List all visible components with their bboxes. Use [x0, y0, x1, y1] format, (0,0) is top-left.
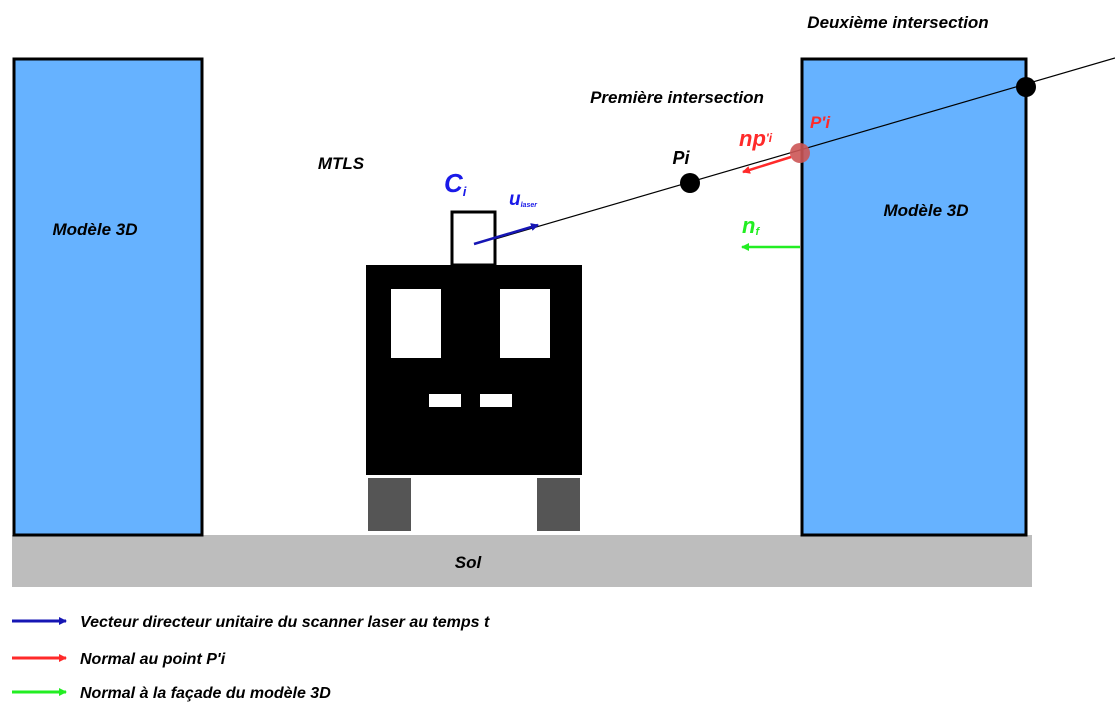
vehicle-light-right [480, 394, 512, 407]
u-laser-label: ulaser [509, 189, 538, 210]
deuxieme-intersection-label: Deuxième intersection [807, 13, 988, 32]
ci-sub: i [463, 184, 467, 199]
point-p-prime-i [790, 143, 810, 163]
laser-direction-arrow [473, 223, 539, 246]
ground-label: Sol [455, 553, 483, 572]
legend: Vecteur directeur unitaire du scanner la… [12, 614, 490, 702]
ground [12, 535, 1032, 587]
vehicle-window-right [500, 289, 550, 358]
vehicle-light-left [429, 394, 461, 407]
vehicle-window-left [391, 289, 441, 358]
u-sub: laser [521, 202, 539, 209]
mtls-vehicle [366, 210, 582, 531]
building-right [800, 57, 1028, 537]
building-left [12, 57, 204, 537]
building-right-label: Modèle 3D [883, 201, 968, 220]
np-sub: 'i [766, 131, 773, 145]
building-left-label: Modèle 3D [52, 220, 137, 239]
mtls-label: MTLS [318, 154, 365, 173]
u-main: u [509, 189, 521, 210]
legend-text-laser: Vecteur directeur unitaire du scanner la… [80, 614, 490, 631]
nf-label: nf [742, 213, 760, 238]
premiere-intersection-label: Première intersection [590, 88, 764, 107]
ci-main: C [444, 168, 464, 198]
ci-label: Ci [444, 168, 467, 199]
legend-text-facade-normal: Normal à la façade du modèle 3D [80, 685, 331, 702]
nf-main: n [742, 213, 755, 238]
nf-sub: f [755, 226, 760, 238]
p-prime-i-label: P'i [810, 113, 831, 132]
np-main: np [739, 126, 766, 151]
point-pi [680, 173, 700, 193]
legend-text-point-normal: Normal au point P'i [80, 651, 226, 668]
np-label: np'i [739, 126, 773, 151]
normal-point-arrow [742, 155, 792, 174]
vehicle-wheel-right [537, 478, 580, 531]
pi-label: Pi [672, 148, 690, 168]
vehicle-wheel-left [368, 478, 411, 531]
point-second-intersection [1016, 77, 1036, 97]
